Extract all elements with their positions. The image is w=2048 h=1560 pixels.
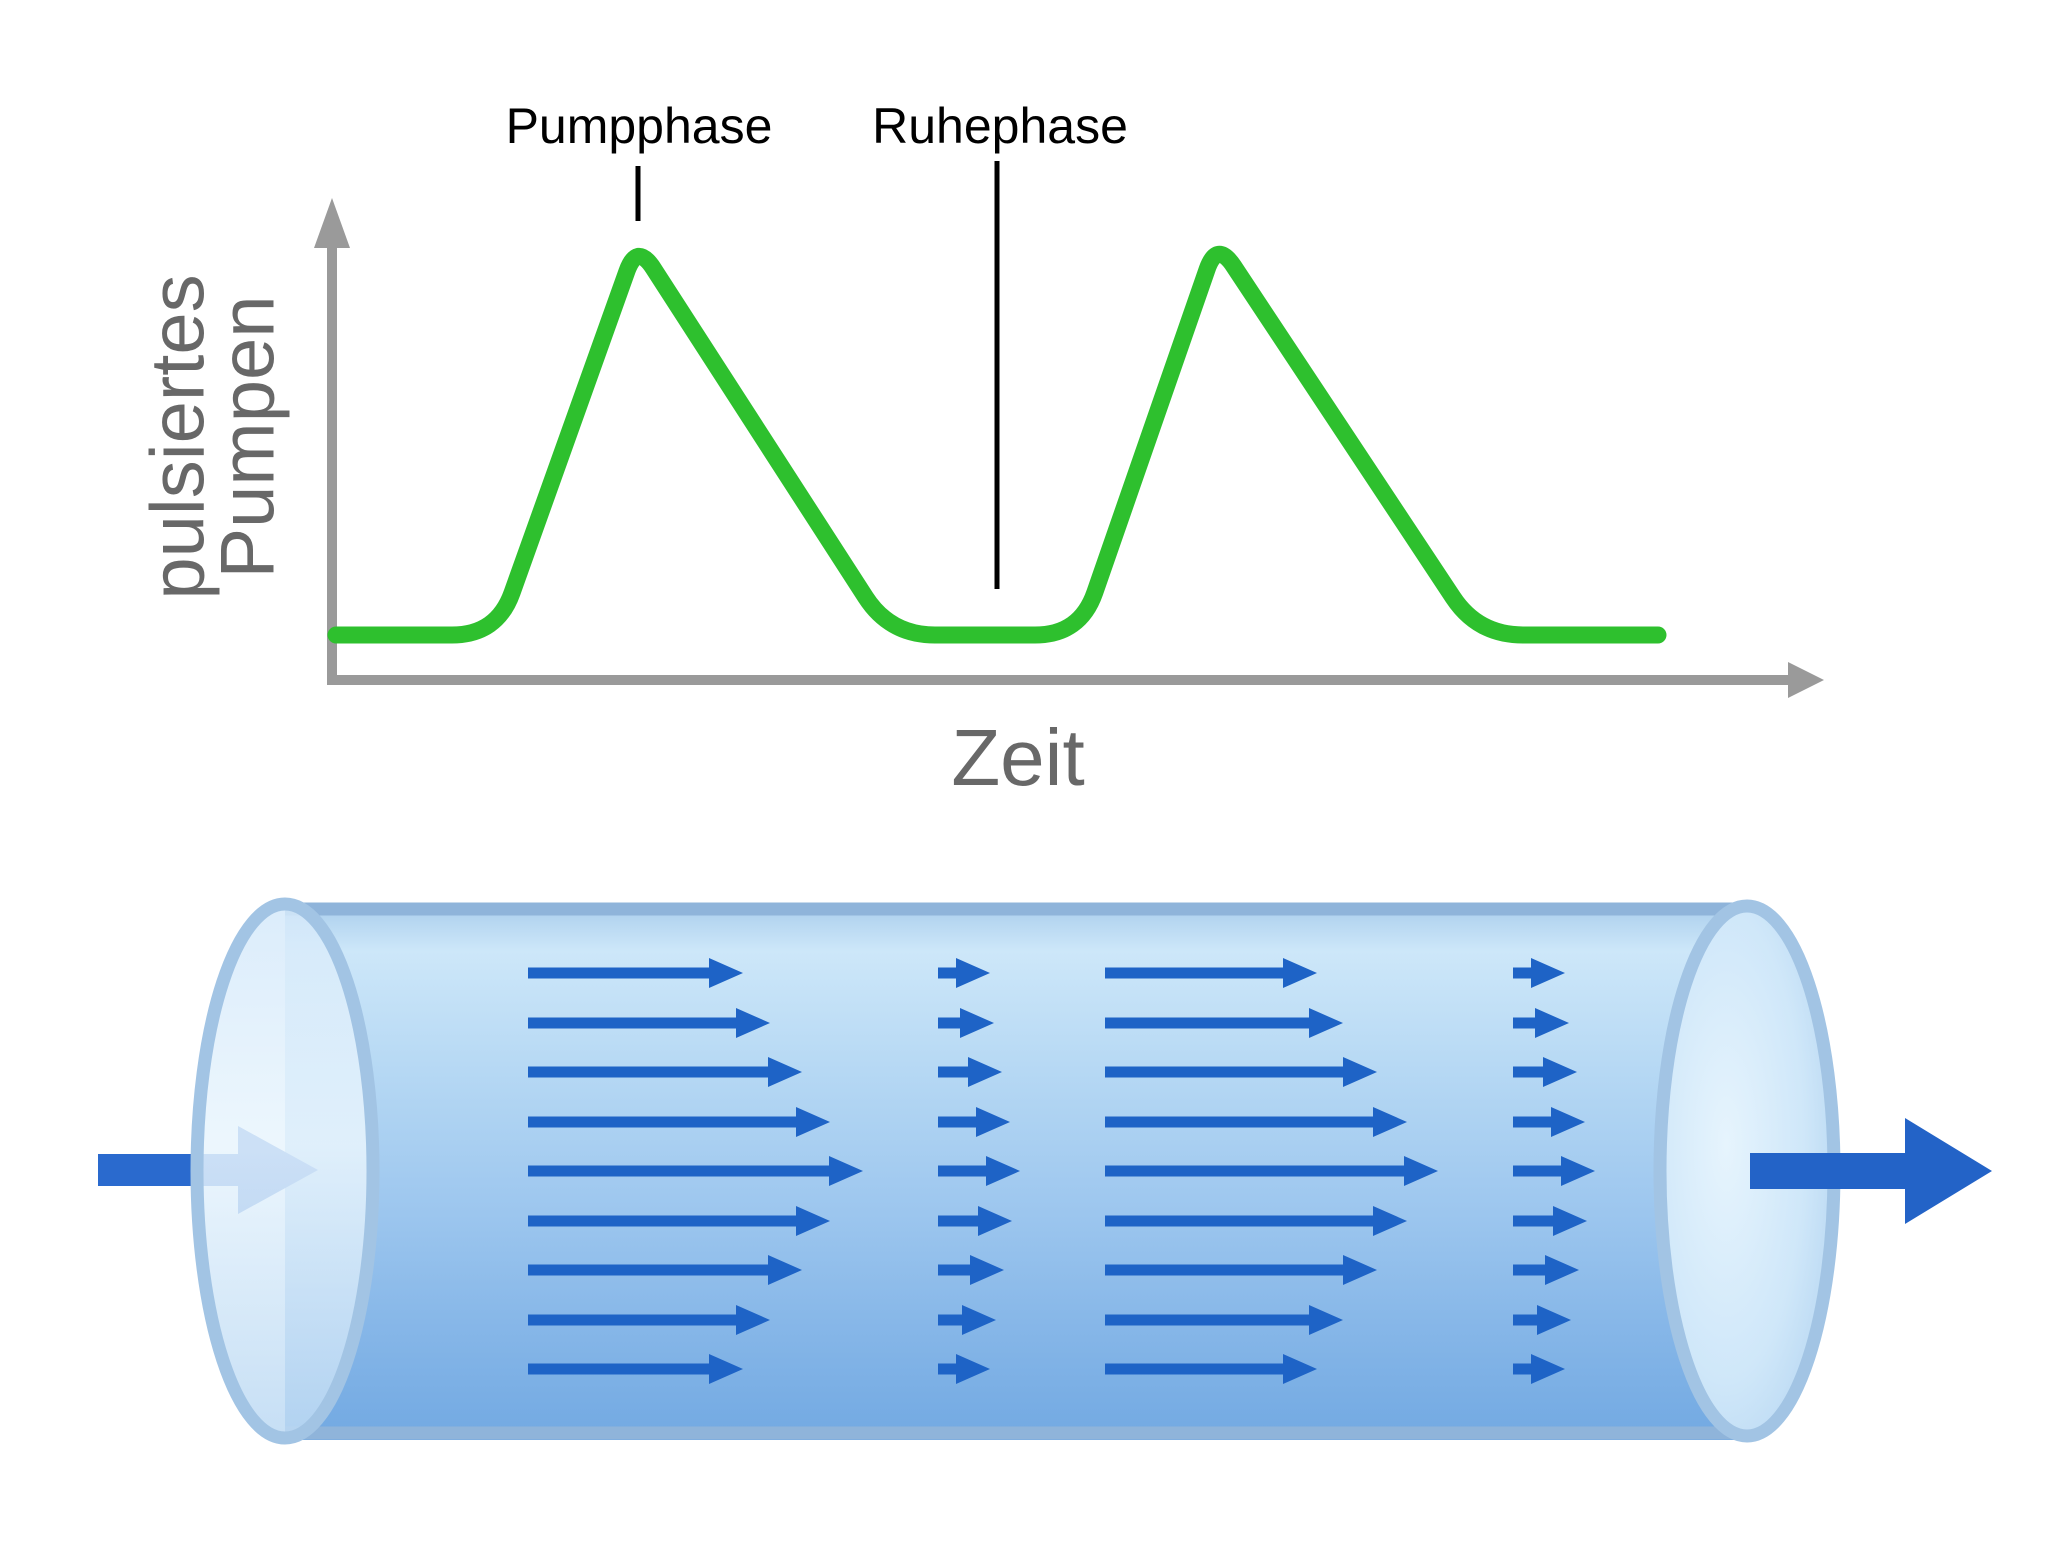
- flow-arrow-icon: [938, 1156, 1020, 1186]
- flow-arrow-icon: [1513, 1107, 1585, 1137]
- flow-velocity-arrows: [528, 958, 1595, 1384]
- y-axis-label-line1: pulsiertes: [136, 274, 221, 599]
- flow-arrow-icon: [1105, 1008, 1343, 1038]
- pipe-left-cap: [190, 897, 380, 1445]
- flow-arrow-icon: [938, 1255, 1004, 1285]
- flow-arrow-icon: [528, 1255, 802, 1285]
- flow-arrow-icon: [528, 1008, 770, 1038]
- flow-arrow-icon: [1105, 1255, 1377, 1285]
- flow-arrow-icon: [528, 1354, 743, 1384]
- flow-arrow-icon: [938, 958, 990, 988]
- flow-arrow-icon: [1105, 1057, 1377, 1087]
- flow-arrow-icon: [528, 1156, 863, 1186]
- flow-arrow-icon: [938, 1057, 1002, 1087]
- flow-arrow-icon: [1513, 1354, 1565, 1384]
- flow-arrow-icon: [1105, 1156, 1438, 1186]
- x-axis-arrowhead-icon: [1788, 662, 1824, 698]
- flow-arrow-icon: [1105, 1354, 1317, 1384]
- flow-arrow-icon: [1105, 958, 1317, 988]
- outlet-arrow-icon: [1750, 1118, 1992, 1224]
- flow-arrow-icon: [528, 1305, 770, 1335]
- flow-arrow-icon: [1105, 1107, 1407, 1137]
- flow-arrow-icon: [528, 958, 743, 988]
- flow-arrow-icon: [938, 1008, 994, 1038]
- flow-arrow-icon: [938, 1305, 996, 1335]
- pumpphase-label: Pumpphase: [506, 98, 773, 154]
- y-axis-label-line2: Pumpen: [206, 295, 291, 578]
- pipe-diagram: [98, 897, 1992, 1445]
- flow-arrow-icon: [938, 1354, 990, 1384]
- pulse-chart: Pumpphase Ruhephase Zeit pulsiertes Pump…: [136, 98, 1824, 802]
- flow-arrow-icon: [1513, 958, 1565, 988]
- flow-arrow-icon: [938, 1107, 1010, 1137]
- flow-arrow-icon: [528, 1107, 830, 1137]
- flow-arrow-icon: [1513, 1305, 1571, 1335]
- flow-arrow-icon: [1105, 1305, 1343, 1335]
- flow-arrow-icon: [1513, 1008, 1569, 1038]
- flow-arrow-icon: [1513, 1255, 1579, 1285]
- x-axis-label: Zeit: [951, 713, 1084, 802]
- flow-arrow-icon: [1513, 1057, 1577, 1087]
- flow-arrow-icon: [1105, 1206, 1407, 1236]
- flow-arrow-icon: [1513, 1156, 1595, 1186]
- pump-curve: [327, 245, 1667, 644]
- y-axis-arrowhead-icon: [314, 198, 350, 248]
- flow-arrow-icon: [528, 1206, 830, 1236]
- flow-arrow-icon: [528, 1057, 802, 1087]
- flow-arrow-icon: [938, 1206, 1012, 1236]
- ruhephase-label: Ruhephase: [872, 98, 1128, 154]
- flow-arrow-icon: [1513, 1206, 1587, 1236]
